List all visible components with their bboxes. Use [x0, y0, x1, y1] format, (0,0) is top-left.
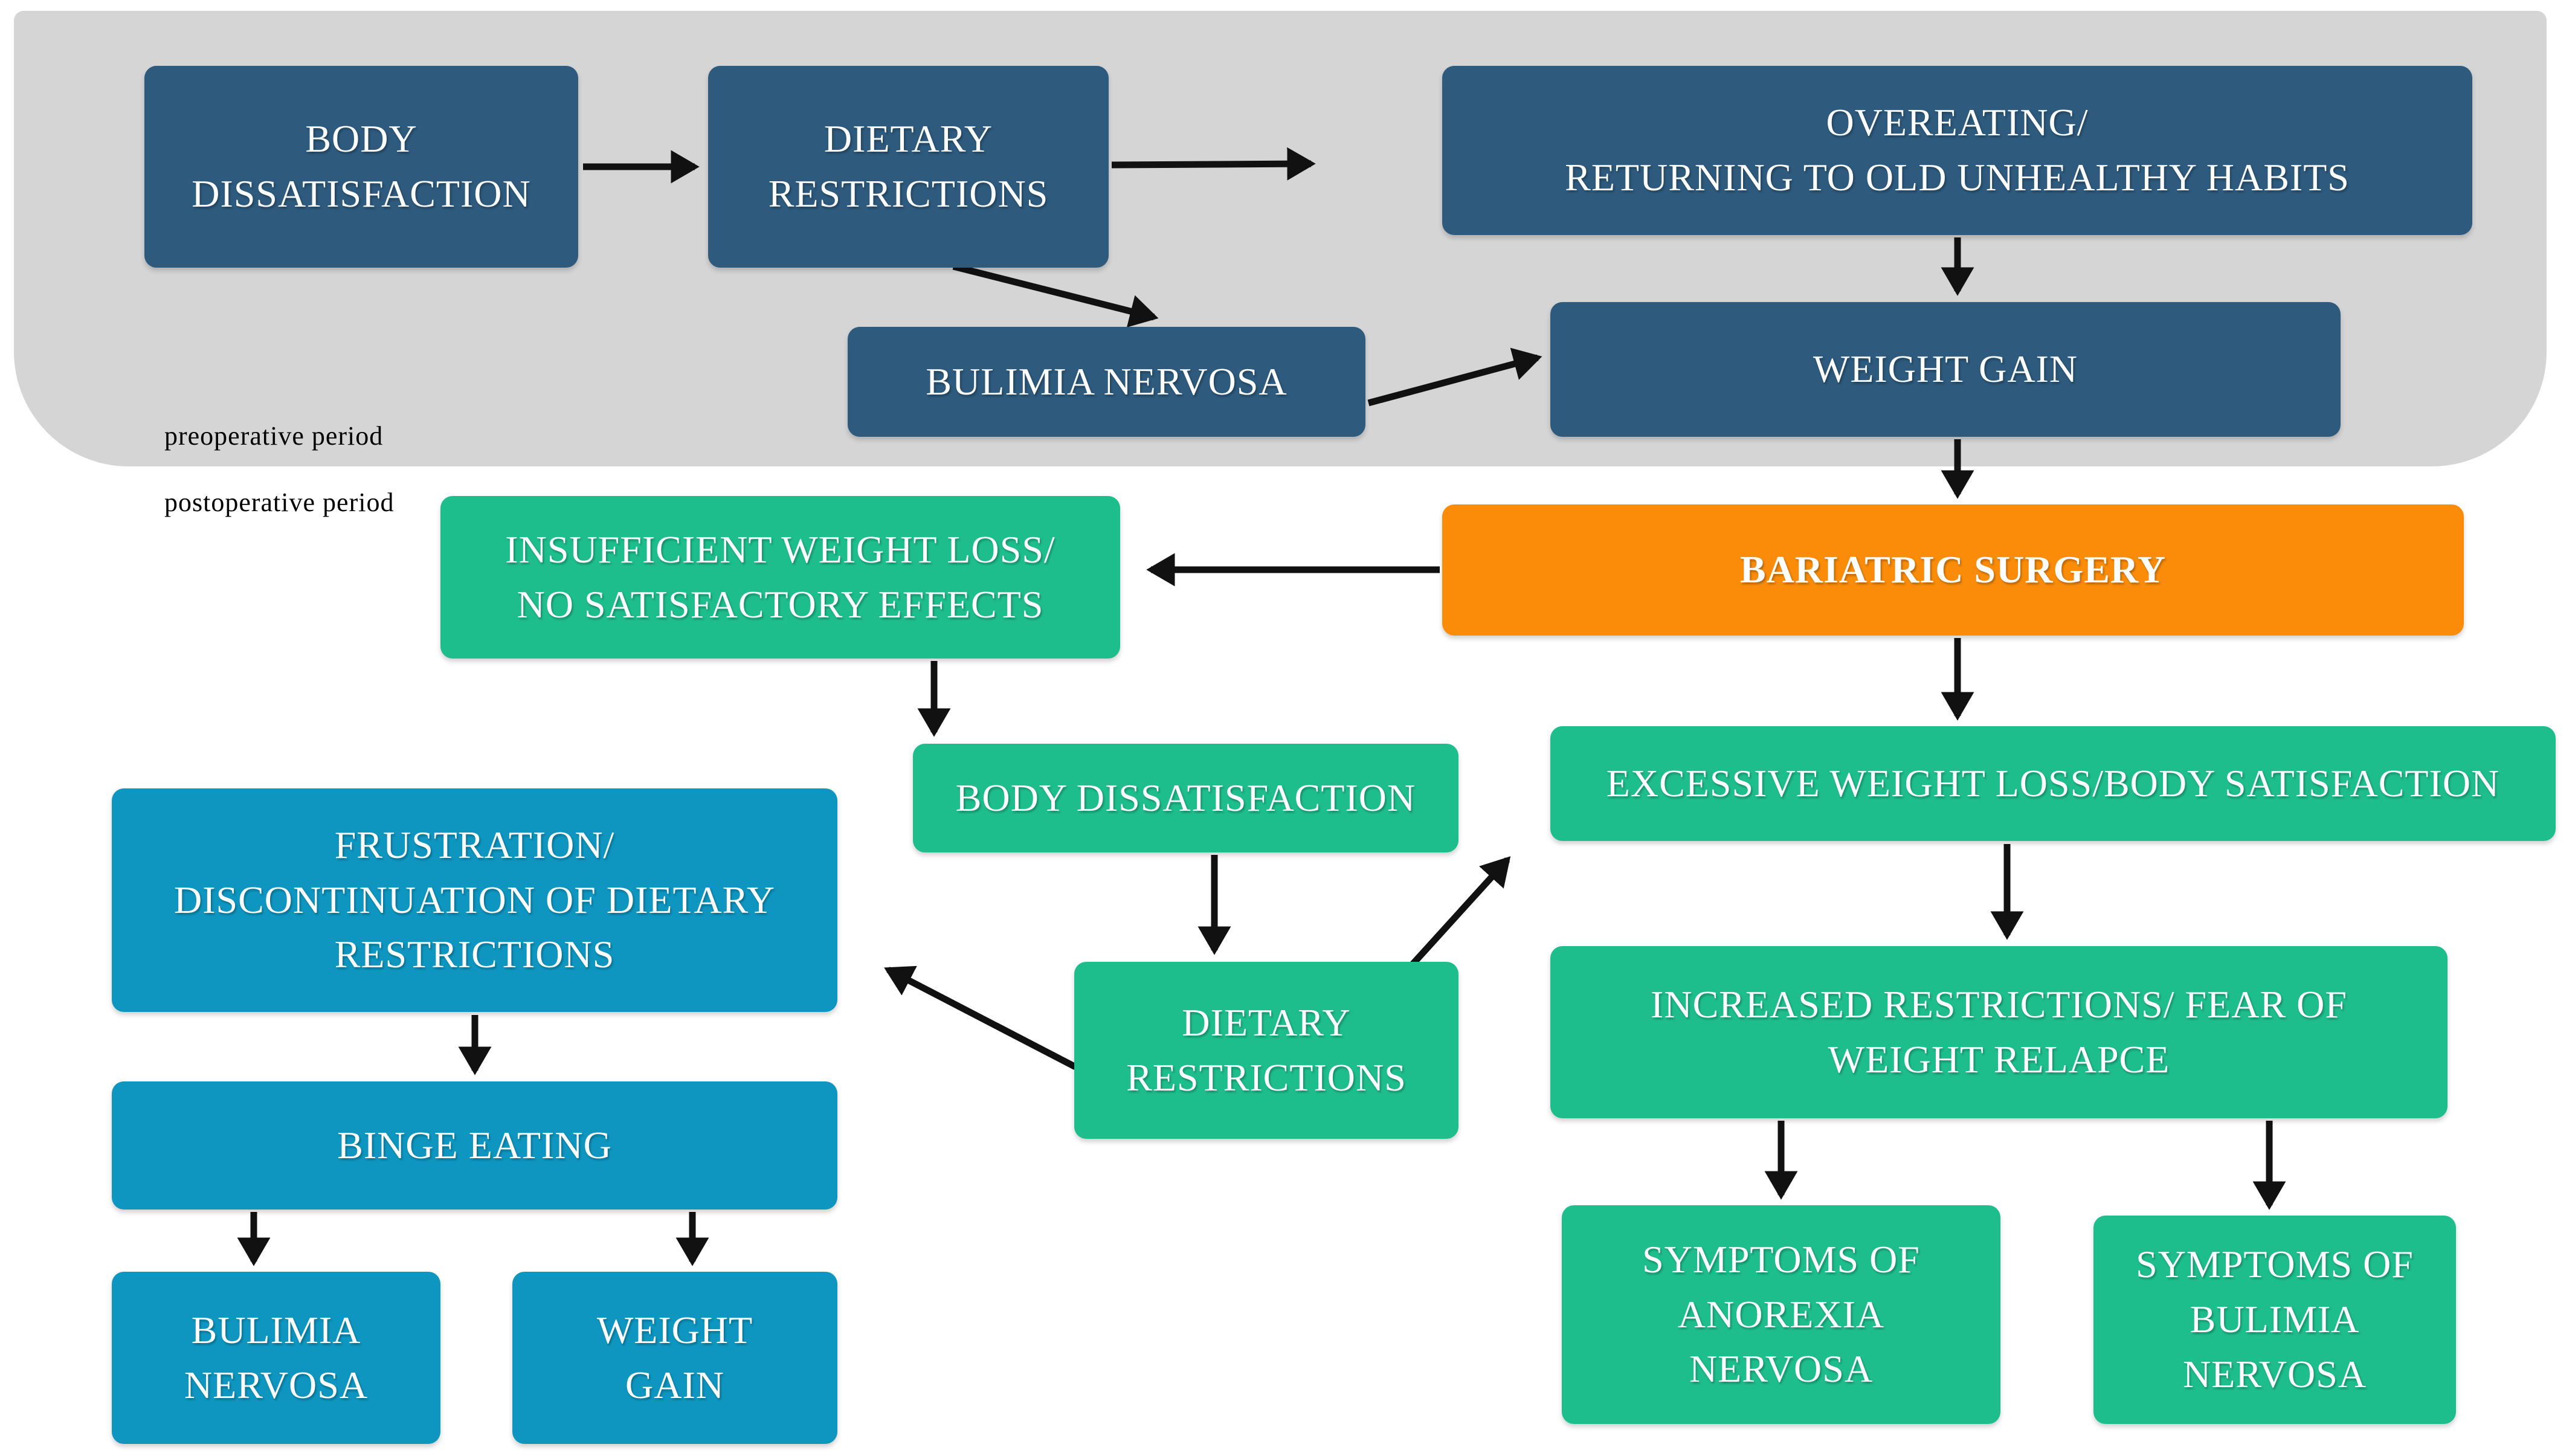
period-label-postoperative: postoperative period [164, 488, 395, 517]
node-overeating: OVEREATING/ RETURNING TO OLD UNHEALTHY H… [1442, 66, 2472, 235]
node-bariatric-surgery: BARIATRIC SURGERY [1442, 504, 2464, 636]
node-weight-gain-pre: WEIGHT GAIN [1550, 302, 2341, 437]
period-label-preoperative: preoperative period [164, 421, 384, 451]
node-body-dissatisfaction-pre: BODY DISSATISFACTION [144, 66, 578, 268]
node-symptoms-bulimia: SYMPTOMS OF BULIMIA NERVOSA [2093, 1216, 2456, 1424]
node-frustration: FRUSTRATION/ DISCONTINUATION OF DIETARY … [112, 788, 837, 1012]
node-dietary-restrictions-pre: DIETARY RESTRICTIONS [708, 66, 1109, 268]
node-symptoms-anorexia: SYMPTOMS OF ANOREXIA NERVOSA [1562, 1205, 2000, 1424]
node-excessive-weight-loss: EXCESSIVE WEIGHT LOSS/BODY SATISFACTION [1550, 726, 2556, 841]
arrow-dietary-post-to-frustration [884, 965, 1077, 1070]
node-weight-gain-post: WEIGHT GAIN [512, 1272, 837, 1444]
node-dietary-restrictions-post: DIETARY RESTRICTIONS [1074, 962, 1458, 1139]
node-insufficient-weight-loss: INSUFFICIENT WEIGHT LOSS/ NO SATISFACTOR… [440, 496, 1120, 659]
node-binge-eating: BINGE EATING [112, 1081, 837, 1210]
arrow-dietary-post-to-excessive [1410, 856, 1511, 967]
node-bulimia-nervosa-pre: BULIMIA NERVOSA [848, 327, 1365, 437]
node-increased-restrictions: INCREASED RESTRICTIONS/ FEAR OF WEIGHT R… [1550, 946, 2448, 1118]
node-body-dissatisfaction-post: BODY DISSATISFACTION [913, 744, 1458, 852]
node-bulimia-nervosa-post: BULIMIA NERVOSA [112, 1272, 440, 1444]
